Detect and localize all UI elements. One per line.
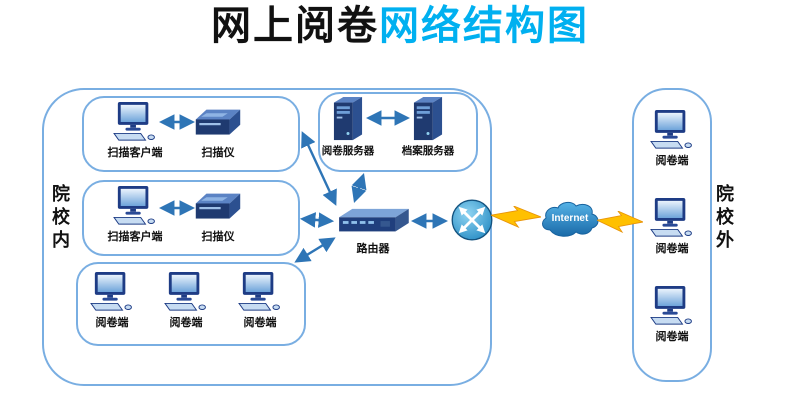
scanner-2: 扫描仪 [183,188,253,244]
lightning-icon-1 [491,206,541,228]
computer-icon [113,102,157,142]
title-highlight: 网络结构图 [379,4,589,48]
zone-label-outside: 院校外 [714,184,734,253]
computer-icon [650,286,694,326]
computer-icon [650,110,694,150]
node-label: 阅卷端 [243,317,277,329]
marking-client-inside-1: 阅卷端 [77,272,147,330]
scanner-icon [194,104,242,142]
marking-client-inside-2: 阅卷端 [151,272,221,330]
router-icon [335,206,411,238]
node-label: 档案服务器 [401,145,455,157]
node-label: 阅卷端 [655,331,689,343]
node-label: 阅卷端 [95,317,129,329]
marking-client-outside-3: 阅卷端 [637,286,707,344]
node-label: 扫描仪 [201,147,235,159]
computer-icon [238,272,282,312]
marking-server: 阅卷服务器 [313,96,383,158]
node-label: 阅卷端 [169,317,203,329]
node-label: 阅卷服务器 [321,145,375,157]
computer-icon [650,198,694,238]
circle-router-icon [450,198,494,242]
scanner-icon [194,188,242,226]
archive-server: 档案服务器 [393,96,463,158]
node-label: 阅卷端 [655,155,689,167]
node-label: 路由器 [356,243,390,255]
computer-icon [164,272,208,312]
computer-icon [90,272,134,312]
scan-client-1: 扫描客户端 [100,102,170,160]
server-icon [412,96,444,141]
diagram-title: 网上阅卷网络结构图 [0,0,800,52]
marking-client-outside-2: 阅卷端 [637,198,707,256]
scanner-1: 扫描仪 [183,104,253,160]
marking-client-inside-3: 阅卷端 [225,272,295,330]
node-label: 扫描仪 [201,231,235,243]
scan-client-2: 扫描客户端 [100,186,170,244]
node-label: 扫描客户端 [107,231,163,243]
title-prefix: 网上阅卷 [211,4,379,48]
node-label: 阅卷端 [655,243,689,255]
computer-icon [113,186,157,226]
node-label: 扫描客户端 [107,147,163,159]
marking-client-outside-1: 阅卷端 [637,110,707,168]
gateway [450,198,494,242]
router: 路由器 [333,206,413,256]
zone-label-inside: 院校内 [50,184,70,253]
cloud-label: Internet [551,213,589,224]
internet-cloud: Internet [538,198,602,238]
server-icon [332,96,364,141]
